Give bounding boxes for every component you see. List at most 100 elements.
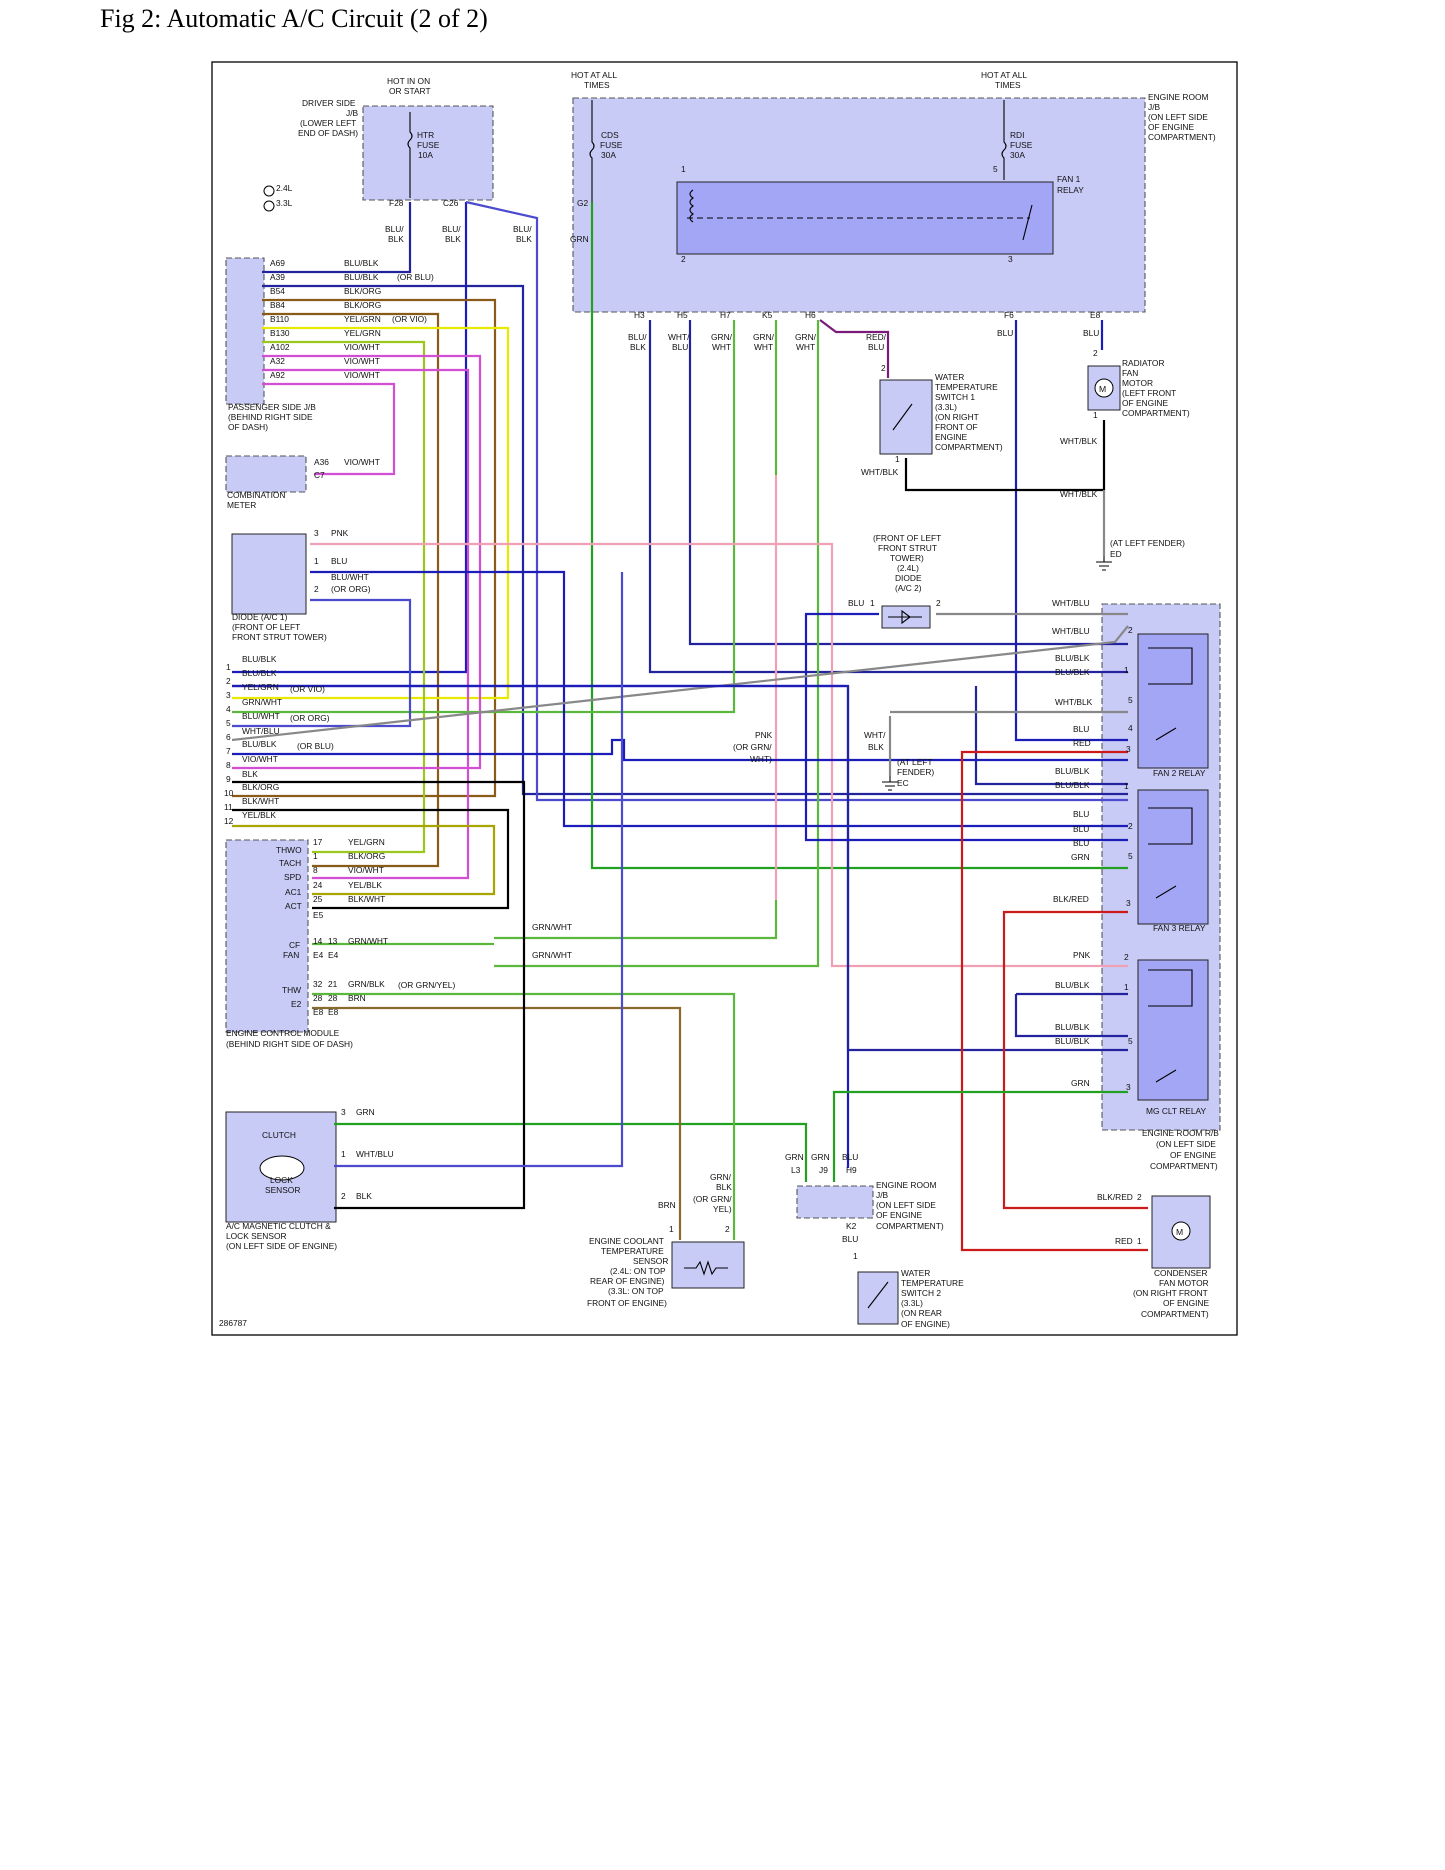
svg-text:M: M bbox=[1099, 384, 1106, 394]
diagram-label: FUSE bbox=[1010, 140, 1033, 150]
diagram-label: ENGINE ROOM bbox=[876, 1180, 937, 1190]
diagram-label: YEL/GRN bbox=[344, 328, 381, 338]
diagram-label: E4 bbox=[328, 950, 339, 960]
diagram-label: BLU bbox=[848, 598, 864, 608]
diagram-label: 13 bbox=[328, 936, 338, 946]
diagram-label: 1 bbox=[1124, 982, 1129, 992]
diagram-label: 8 bbox=[226, 760, 231, 770]
condenser-fan-motor-icon bbox=[1171, 1221, 1191, 1241]
wire-brn bbox=[312, 1006, 682, 1240]
diagram-label: FAN 2 RELAY bbox=[1153, 768, 1206, 778]
wire-blu-blk bbox=[262, 284, 1128, 796]
diagram-label: H5 bbox=[677, 310, 688, 320]
lock-sensor-icon bbox=[259, 1155, 305, 1181]
diagram-label: B54 bbox=[270, 286, 285, 296]
svg-text:M: M bbox=[1176, 1227, 1183, 1237]
diagram-label: OR START bbox=[389, 86, 431, 96]
diagram-label: BLU/WHT bbox=[331, 572, 369, 582]
diagram-label: RELAY bbox=[1057, 185, 1084, 195]
diagram-label: YEL/BLK bbox=[242, 810, 276, 820]
diagram-label: BLK/WHT bbox=[242, 796, 279, 806]
diagram-label: OF ENGINE) bbox=[901, 1319, 950, 1329]
diagram-label: 1 bbox=[1124, 665, 1129, 675]
diagram-label: 3 bbox=[1126, 1082, 1131, 1092]
diagram-label: ENGINE ROOM bbox=[1148, 92, 1209, 102]
diagram-label: C26 bbox=[443, 198, 459, 208]
diagram-label: RADIATOR bbox=[1122, 358, 1165, 368]
diagram-label: TACH bbox=[279, 858, 301, 868]
diagram-label: WHT/BLU bbox=[1052, 598, 1090, 608]
diagram-label: 7 bbox=[226, 746, 231, 756]
wire-grn-wht bbox=[494, 320, 820, 968]
diagram-label: BLU bbox=[672, 342, 688, 352]
diagram-label: J9 bbox=[819, 1165, 828, 1175]
engine-room-jb-bottom bbox=[796, 1185, 874, 1219]
diagram-label: GRN/ bbox=[711, 332, 733, 342]
diagram-label: B110 bbox=[270, 314, 289, 324]
diagram-label: BLK bbox=[356, 1191, 372, 1201]
diagram-label: WHT/BLU bbox=[1052, 626, 1090, 636]
diagram-label: BLK/ORG bbox=[344, 286, 381, 296]
diagram-label: WHT/BLU bbox=[242, 726, 280, 736]
diagram-label: BLU/BLK bbox=[242, 739, 277, 749]
diagram-label: H7 bbox=[720, 310, 731, 320]
diagram-label: EC bbox=[897, 778, 909, 788]
diagram-label: 5 bbox=[226, 718, 231, 728]
diagram-label: SPD bbox=[284, 872, 301, 882]
diagram-label: (ON LEFT SIDE OF ENGINE) bbox=[226, 1241, 337, 1251]
engine-2-4l-icon bbox=[263, 185, 275, 197]
diagram-label: FAN bbox=[283, 950, 299, 960]
diagram-label: SENSOR bbox=[633, 1256, 668, 1266]
wire-grn-wht bbox=[312, 992, 736, 1240]
diagram-label: FAN MOTOR bbox=[1159, 1278, 1209, 1288]
diagram-label: F28 bbox=[389, 198, 404, 208]
diagram-label: 3 bbox=[226, 690, 231, 700]
diagram-label: TIMES bbox=[584, 80, 610, 90]
wire-pnk bbox=[310, 542, 1128, 968]
diagram-label: COMPARTMENT) bbox=[1150, 1161, 1218, 1171]
wire-blk bbox=[232, 808, 510, 910]
diagram-label: 2 bbox=[1137, 1192, 1142, 1202]
diagram-label: FUSE bbox=[417, 140, 440, 150]
diagram-label: A/C MAGNETIC CLUTCH & bbox=[226, 1221, 331, 1231]
diagram-label: (2.4L) bbox=[897, 563, 919, 573]
diagram-label: YEL) bbox=[713, 1204, 732, 1214]
diagram-label: 2 bbox=[881, 363, 886, 373]
diagram-label: BLU bbox=[1073, 824, 1089, 834]
diagram-label: (FRONT OF LEFT bbox=[873, 533, 941, 543]
ecm bbox=[225, 839, 309, 1033]
diagram-label: E8 bbox=[313, 1007, 324, 1017]
diagram-label: 32 bbox=[313, 979, 323, 989]
diagram-label: COMPARTMENT) bbox=[876, 1221, 944, 1231]
diagram-label: E2 bbox=[291, 999, 302, 1009]
engine-3-3l-icon bbox=[263, 200, 275, 212]
diagram-label: GRN/WHT bbox=[242, 697, 282, 707]
diagram-label: ACT bbox=[285, 901, 302, 911]
diagram-label: BLU bbox=[1073, 724, 1089, 734]
diagram-label: ENGINE COOLANT bbox=[589, 1236, 664, 1246]
diagram-label: 1 bbox=[681, 164, 686, 174]
diagram-label: COMPARTMENT) bbox=[1148, 132, 1216, 142]
diagram-label: RED bbox=[1073, 738, 1091, 748]
diagram-label: 1 bbox=[895, 454, 900, 464]
diagram-label: 2 bbox=[226, 676, 231, 686]
diagram-label: WHT bbox=[712, 342, 731, 352]
diagram-label: (BEHIND RIGHT SIDE OF DASH) bbox=[226, 1039, 353, 1049]
diagram-label: BLU/WHT bbox=[242, 711, 280, 721]
mg-clt-relay bbox=[1137, 959, 1209, 1101]
diagram-label: HOT AT ALL bbox=[571, 70, 617, 80]
diagram-label: BLU bbox=[842, 1152, 858, 1162]
diagram-label: YEL/GRN bbox=[242, 682, 279, 692]
diagram-label: YEL/GRN bbox=[348, 837, 385, 847]
diagram-label: DRIVER SIDE bbox=[302, 98, 356, 108]
diagram-label: FAN 1 bbox=[1057, 174, 1081, 184]
diagram-label: (OR VIO) bbox=[392, 314, 427, 324]
diagram-label: FAN 3 RELAY bbox=[1153, 923, 1206, 933]
page-title: Fig 2: Automatic A/C Circuit (2 of 2) bbox=[100, 4, 488, 33]
wire-blk-org bbox=[262, 312, 440, 868]
diagram-label: 5 bbox=[1128, 851, 1133, 861]
combination-meter bbox=[225, 455, 307, 493]
wire-red-blu bbox=[819, 319, 890, 378]
diagram-label: BLK bbox=[516, 234, 532, 244]
diagram-label: BRN bbox=[348, 993, 366, 1003]
